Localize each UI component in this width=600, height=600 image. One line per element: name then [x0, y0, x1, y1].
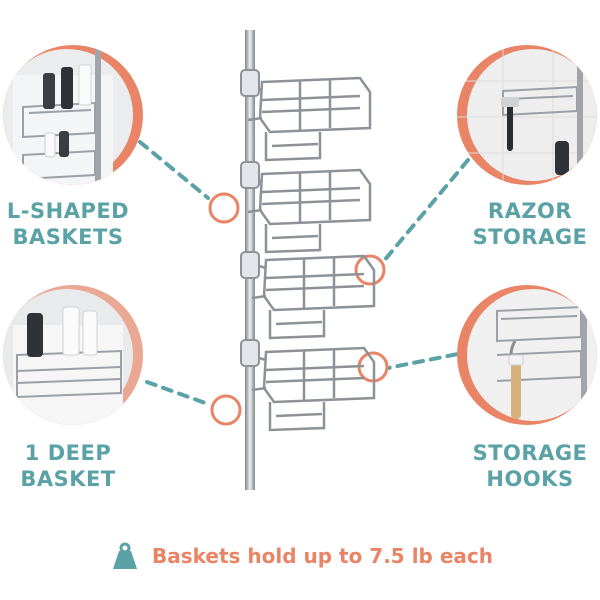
shower-caddy-product — [240, 30, 376, 490]
callout-circle-left-top — [208, 192, 240, 224]
feature-label-line2: BASKET — [20, 467, 116, 491]
weight-capacity-note: Baskets hold up to 7.5 lb each — [110, 538, 493, 574]
feature-label-line1: L-SHAPED — [6, 199, 130, 223]
feature-label-razor-storage: RAZOR STORAGE — [462, 198, 598, 250]
callout-circle-left-bottom — [210, 394, 242, 426]
feature-label-line2: HOOKS — [486, 467, 574, 491]
feature-label-storage-hooks: STORAGE HOOKS — [462, 440, 598, 492]
feature-label-l-shaped-baskets: L-SHAPED BASKETS — [0, 198, 136, 250]
thumbnail-l-shaped-baskets — [3, 45, 143, 185]
thumbnail-razor-storage — [457, 45, 597, 185]
feature-label-line2: STORAGE — [472, 225, 588, 249]
feature-label-line2: BASKETS — [12, 225, 124, 249]
callout-circle-right-top — [354, 254, 386, 286]
feature-label-line1: 1 DEEP — [24, 441, 112, 465]
feature-label-line1: RAZOR — [487, 199, 573, 223]
weight-capacity-text: Baskets hold up to 7.5 lb each — [152, 544, 493, 568]
feature-label-deep-basket: 1 DEEP BASKET — [0, 440, 136, 492]
feature-label-line1: STORAGE — [472, 441, 588, 465]
thumbnail-storage-hooks — [457, 285, 597, 425]
thumbnail-deep-basket — [3, 285, 143, 425]
weight-icon — [113, 542, 137, 569]
